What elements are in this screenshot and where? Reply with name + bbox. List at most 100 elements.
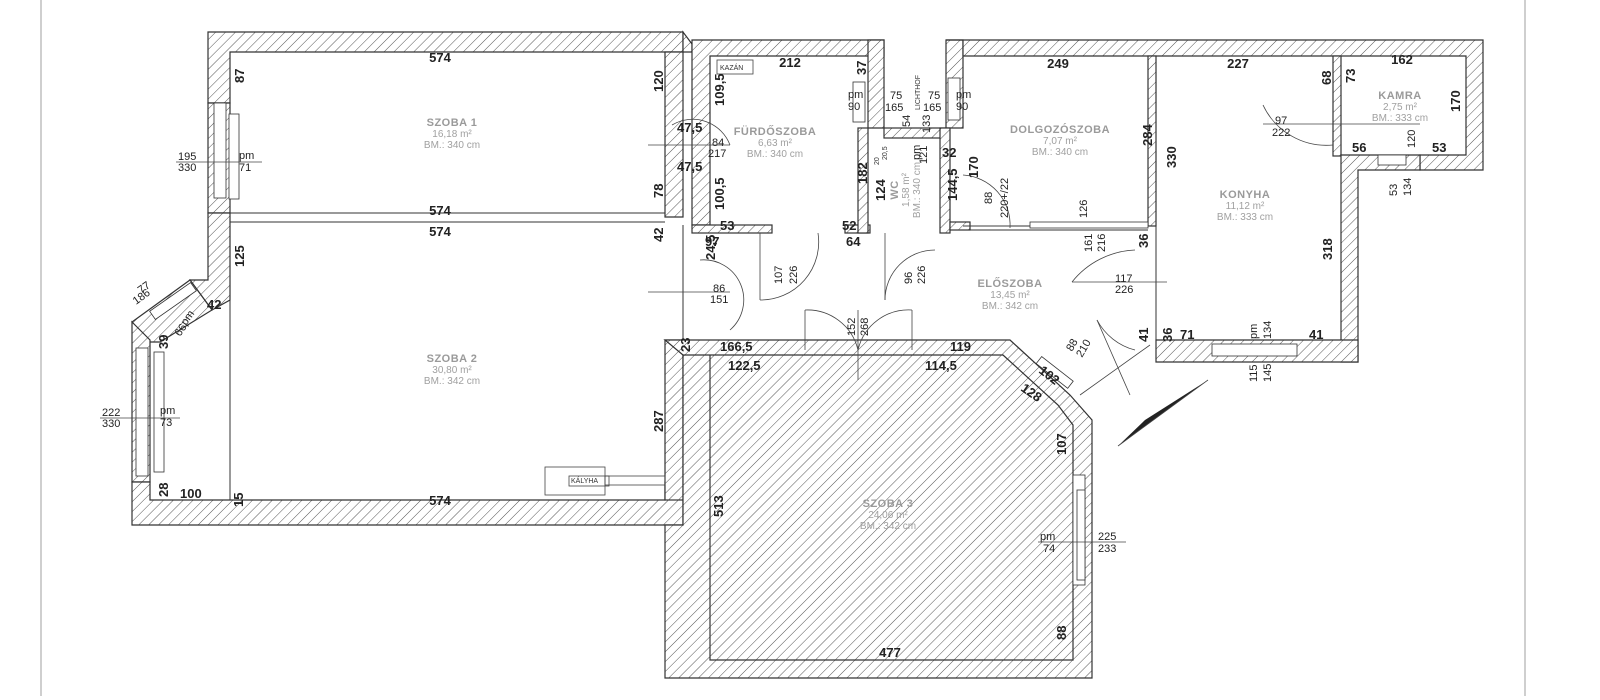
svg-text:BM.: 340 cm: BM.: 340 cm [1032, 147, 1088, 158]
svg-text:7,07 m²: 7,07 m² [1043, 136, 1078, 147]
svg-text:pm: pm [848, 89, 863, 101]
wall-wc-left [857, 127, 869, 234]
svg-text:66: 66 [173, 322, 190, 339]
svg-text:47,5: 47,5 [677, 120, 702, 135]
svg-text:124: 124 [873, 179, 888, 201]
svg-text:120: 120 [1406, 130, 1418, 148]
svg-text:84: 84 [712, 137, 724, 149]
svg-text:126: 126 [1078, 200, 1090, 218]
svg-text:115: 115 [1248, 364, 1260, 382]
svg-text:ELŐSZOBA: ELŐSZOBA [977, 277, 1042, 290]
window-lichthof-left [852, 81, 866, 123]
svg-text:195: 195 [178, 151, 196, 163]
stove-label: KÁLYHA [571, 476, 598, 485]
svg-text:133: 133 [921, 115, 933, 133]
room-szoba2: SZOBA 2 30,80 m² BM.: 342 cm [424, 353, 480, 387]
svg-text:96: 96 [903, 272, 915, 284]
svg-text:24,06 m²: 24,06 m² [868, 510, 908, 521]
svg-text:121: 121 [918, 146, 930, 164]
svg-text:144,5: 144,5 [945, 168, 960, 201]
svg-text:287: 287 [651, 410, 666, 432]
svg-text:107: 107 [1054, 433, 1069, 455]
door-eloszoba-main [1079, 319, 1151, 396]
svg-text:20,5: 20,5 [882, 146, 889, 160]
door-wc [884, 233, 936, 301]
svg-text:BM.: 340 cm: BM.: 340 cm [747, 149, 803, 160]
svg-text:73: 73 [1343, 69, 1358, 83]
svg-text:pm: pm [1248, 324, 1260, 339]
svg-text:170: 170 [1448, 90, 1463, 112]
wall-lichthof-left [867, 39, 885, 129]
svg-text:24,5: 24,5 [703, 235, 718, 260]
svg-text:pm: pm [160, 405, 175, 417]
svg-text:513: 513 [711, 495, 726, 517]
svg-text:42: 42 [651, 228, 666, 242]
svg-text:226: 226 [788, 266, 800, 284]
svg-text:86: 86 [713, 283, 725, 295]
room-kamra: KAMRA 2,75 m² BM.: 333 cm [1372, 90, 1428, 124]
svg-text:88: 88 [1054, 626, 1069, 640]
svg-text:53: 53 [720, 218, 734, 233]
svg-text:20: 20 [874, 157, 881, 165]
svg-text:90: 90 [956, 101, 968, 113]
svg-text:56: 56 [1352, 140, 1366, 155]
svg-text:52: 52 [842, 218, 856, 233]
svg-text:13,45 m²: 13,45 m² [990, 290, 1030, 301]
svg-text:SZOBA 2: SZOBA 2 [427, 353, 478, 365]
svg-text:318: 318 [1320, 238, 1335, 260]
svg-text:SZOBA 1: SZOBA 1 [427, 117, 478, 129]
svg-text:BM.: 342 cm: BM.: 342 cm [424, 376, 480, 387]
wall-szoba3-outer [663, 339, 1093, 679]
window-szoba1 [213, 102, 227, 199]
svg-text:574: 574 [429, 493, 451, 508]
svg-text:268: 268 [859, 318, 871, 336]
door-szoba1 [648, 118, 731, 146]
svg-text:97: 97 [1275, 115, 1287, 127]
svg-text:166,5: 166,5 [720, 339, 753, 354]
svg-text:54: 54 [901, 115, 913, 127]
svg-text:233: 233 [1098, 543, 1116, 555]
svg-text:73: 73 [160, 417, 172, 429]
svg-text:165: 165 [885, 102, 903, 114]
room-szoba3: SZOBA 3 24,06 m² BM.: 342 cm [860, 498, 916, 532]
svg-text:75: 75 [928, 90, 940, 102]
wall-lichthof-bottom [883, 127, 947, 139]
svg-text:6,63 m²: 6,63 m² [758, 138, 793, 149]
door-szoba3 [804, 309, 913, 380]
svg-text:100: 100 [180, 486, 202, 501]
svg-text:28: 28 [156, 483, 171, 497]
svg-text:74: 74 [1043, 543, 1055, 555]
svg-text:100,5: 100,5 [712, 177, 727, 210]
svg-text:225: 225 [1098, 531, 1116, 543]
svg-text:BM.: 333 cm: BM.: 333 cm [1372, 113, 1428, 124]
svg-text:122,5: 122,5 [728, 358, 761, 373]
window-lichthof-right [947, 77, 961, 121]
svg-text:97: 97 [705, 234, 719, 249]
window-dolgozo [1029, 221, 1149, 229]
wall-wc-right [939, 127, 951, 234]
svg-text:75: 75 [890, 90, 902, 102]
svg-text:BM.: 333 cm: BM.: 333 cm [1217, 212, 1273, 223]
svg-text:30,80 m²: 30,80 m² [432, 365, 472, 376]
svg-text:41: 41 [1136, 328, 1151, 342]
room-dolgozo: DOLGOZÓSZOBA 7,07 m² BM.: 340 cm [1010, 123, 1110, 158]
svg-text:23: 23 [678, 338, 693, 352]
svg-text:68: 68 [1319, 71, 1334, 85]
svg-text:71: 71 [239, 162, 251, 174]
wall-kamra-left [1332, 55, 1342, 157]
window-bay [149, 282, 197, 320]
svg-text:152: 152 [846, 318, 858, 336]
svg-text:pm: pm [911, 145, 923, 160]
sheet-frame [40, 0, 1526, 696]
door-dolgozo [962, 174, 1011, 229]
svg-text:BM.: 342 cm: BM.: 342 cm [982, 301, 1038, 312]
door-szoba2 [648, 259, 745, 331]
svg-text:120: 120 [651, 70, 666, 92]
svg-text:330: 330 [1164, 146, 1179, 168]
window-konyha [1211, 343, 1298, 357]
svg-text:125: 125 [232, 245, 247, 267]
svg-text:222: 222 [102, 407, 120, 419]
svg-text:16,18 m²: 16,18 m² [432, 129, 472, 140]
svg-text:119: 119 [950, 339, 971, 354]
